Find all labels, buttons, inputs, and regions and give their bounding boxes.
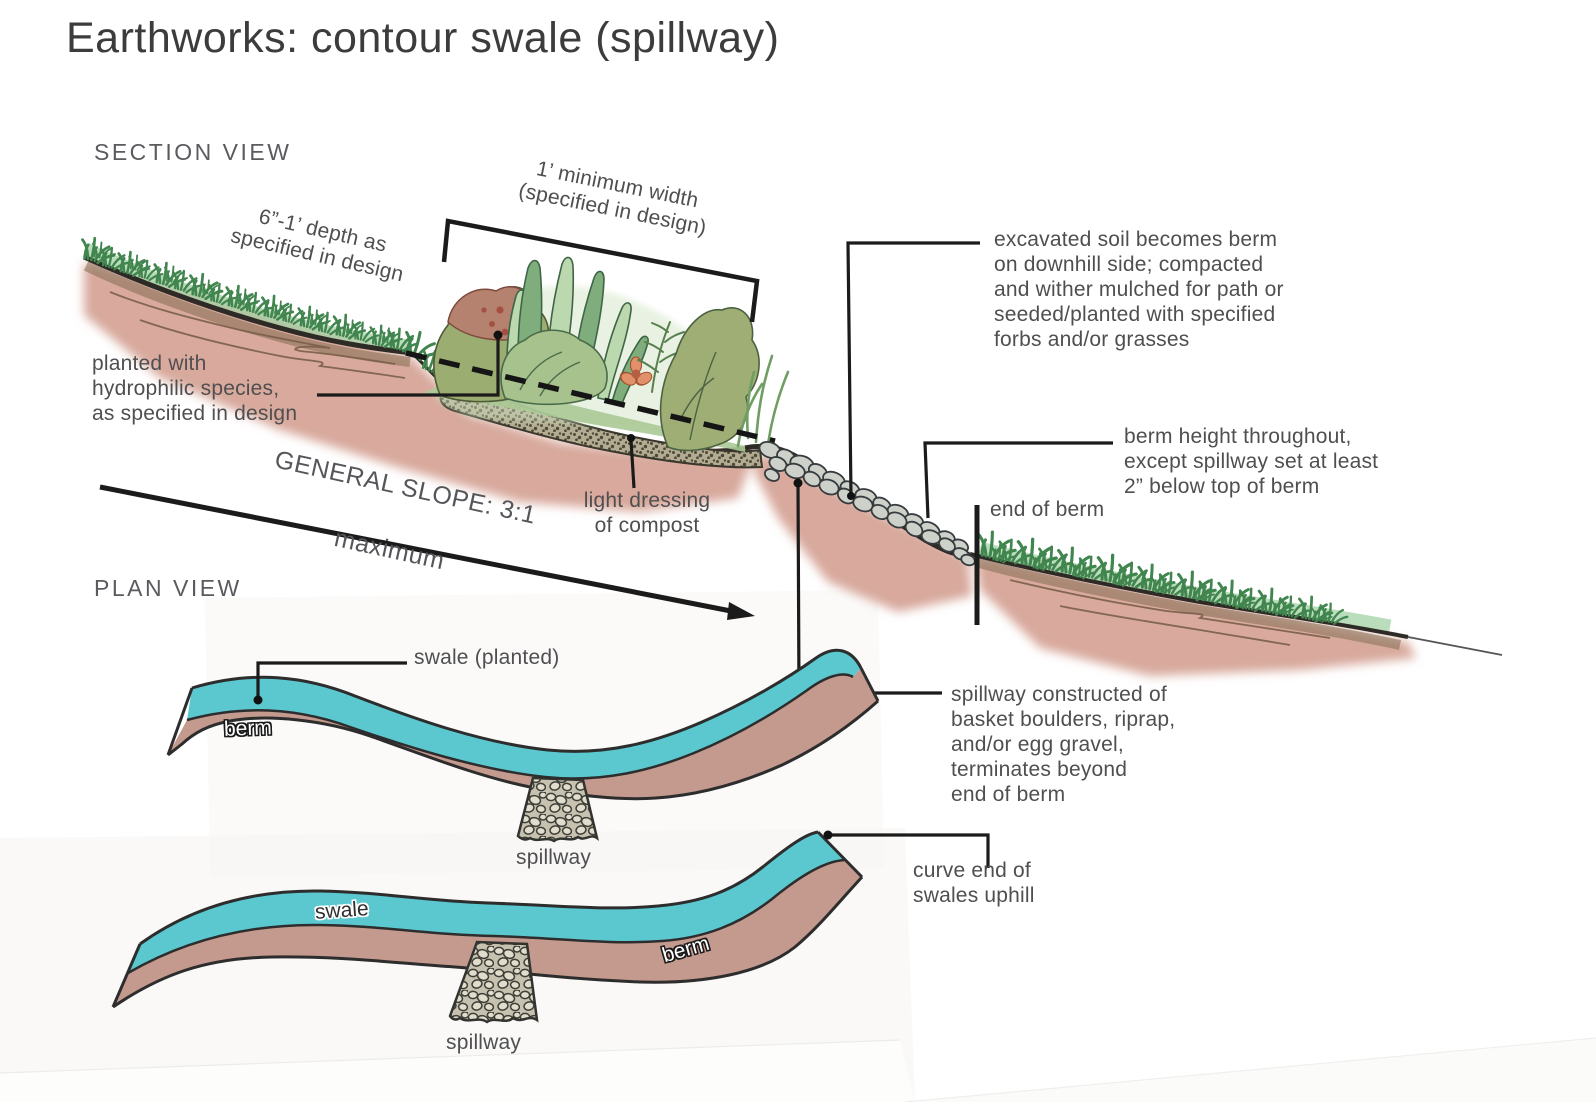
ribbon1-berm-label: berm (223, 716, 273, 741)
annotation-dots (493, 330, 855, 500)
annotation-lines (99, 218, 1113, 695)
section-view-label: SECTION VIEW (94, 139, 292, 165)
excavated-leader (846, 241, 980, 497)
soil-squiggles (109, 291, 1331, 646)
spillway2-label: spillway (446, 1031, 522, 1054)
ribbon2-berm-band (113, 860, 862, 1007)
spillway1-label: spillway (516, 846, 592, 869)
plan-view-label: PLAN VIEW (94, 575, 242, 601)
berm-top-dashed-line (405, 350, 776, 444)
plan-annotation-lines (256, 661, 990, 868)
swale-plants (425, 256, 790, 452)
fern (637, 321, 685, 393)
surface-line-right (969, 552, 1409, 639)
compost-note: light dressing of compost (583, 489, 711, 537)
topsoil-bands (83, 261, 1402, 650)
ribbon1-berm-band (168, 668, 878, 799)
general-slope-line1: GENERAL SLOPE: 3:1 (272, 445, 539, 530)
excavated-note: excavated soil becomes berm on downhill … (994, 228, 1284, 351)
ribbon2-swale-label: swale (314, 897, 370, 924)
surface-tail (1407, 636, 1503, 656)
hydrophilic-note: planted with hydrophilic species, as spe… (92, 352, 298, 425)
end-of-berm-label: end of berm (990, 498, 1105, 521)
curve-end-leader (828, 833, 990, 868)
width-bracket (441, 218, 760, 323)
plan-annotation-dots (253, 695, 833, 840)
surface-line-left (82, 254, 413, 356)
ribbon2-swale-band (128, 832, 845, 973)
spillway-constructed-note: spillway constructed of basket boulders,… (951, 683, 1176, 806)
swale-planted-label: swale (planted) (414, 646, 560, 669)
curve-end-note: curve end of swales uphill (913, 859, 1035, 907)
berm-height-leader (923, 441, 1113, 519)
page-title: Earthworks: contour swale (spillway) (66, 14, 780, 62)
slope-arrow-head (727, 602, 755, 620)
flower (619, 356, 653, 386)
plan-drawing (111, 648, 880, 1024)
berm-height-note: berm height throughout, except spillway … (1124, 425, 1379, 498)
spillway2 (448, 940, 539, 1024)
section-drawing (76, 233, 1503, 676)
compost-leader (629, 439, 636, 489)
ribbon1-swale-band (187, 650, 861, 779)
hydrophilic-leader (317, 335, 500, 397)
spillway1 (516, 776, 600, 843)
berm-rocks (758, 441, 976, 567)
slope-arrow-line (99, 484, 737, 615)
swale-planted-leader (256, 661, 407, 700)
